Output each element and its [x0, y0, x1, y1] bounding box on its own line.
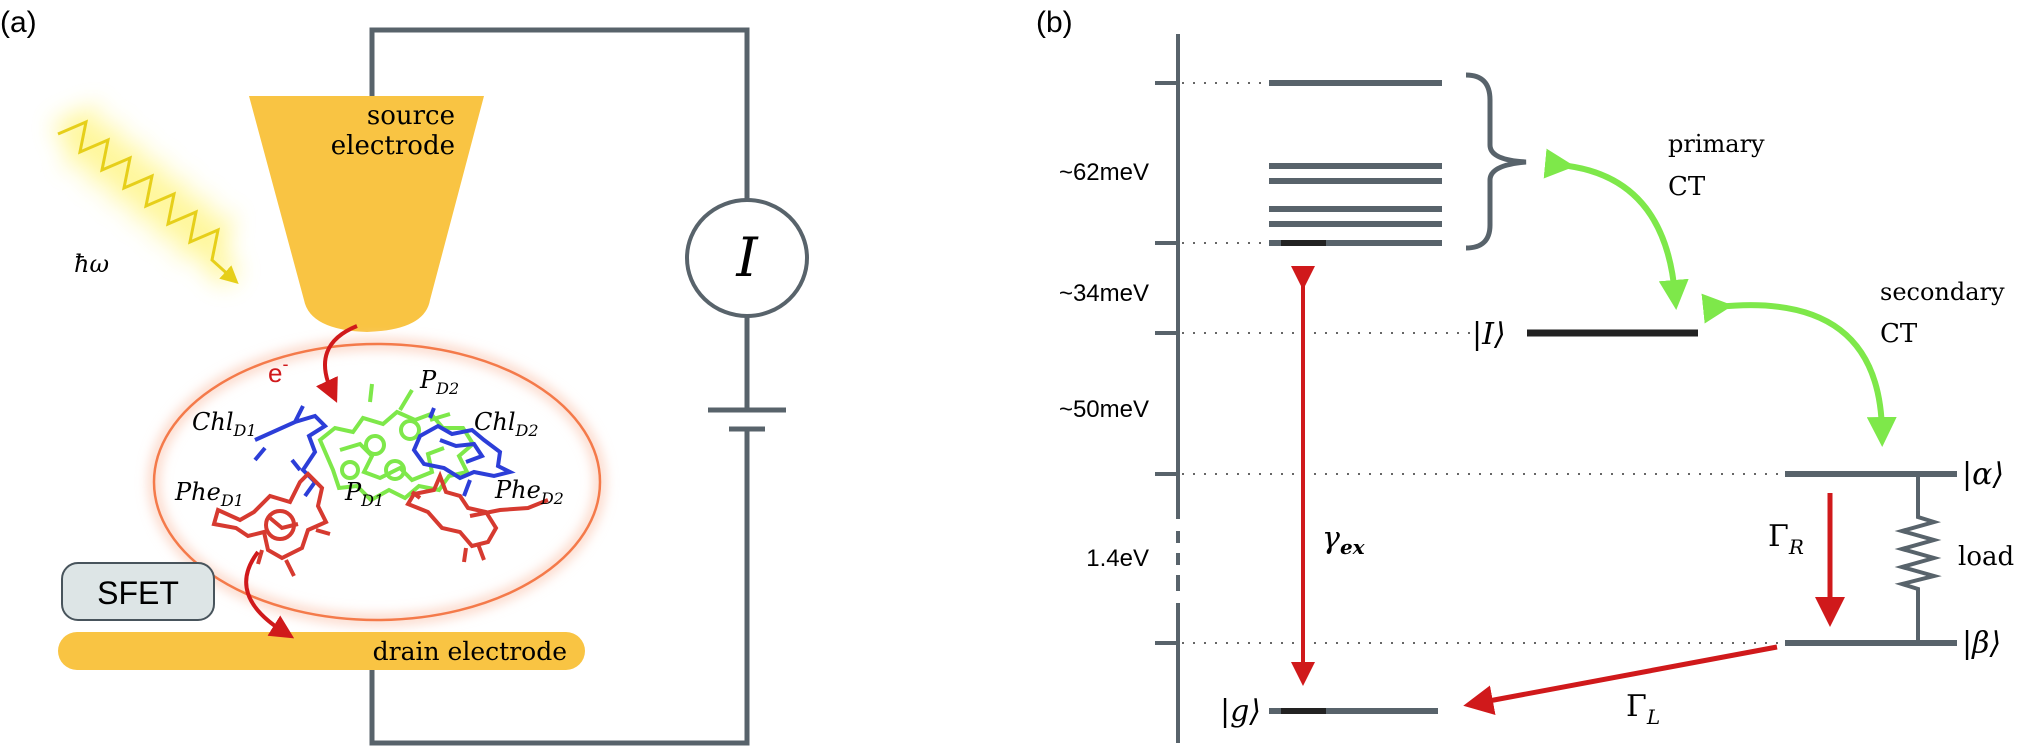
sfet-label: SFET — [97, 575, 179, 611]
excited-manifold-levels — [1269, 80, 1442, 246]
secondary-ct-label-line2: CT — [1880, 319, 1918, 349]
state-beta-label: |β⟩ — [1962, 626, 2001, 661]
source-label-line2: electrode — [331, 131, 455, 161]
primary-ct-label-line2: CT — [1668, 172, 1706, 202]
secondary-ct-arrow — [1701, 293, 1897, 447]
primary-ct-arrow — [1543, 148, 1689, 310]
circuit-wire — [369, 27, 786, 746]
molecule-pd — [317, 383, 476, 503]
secondary-ct-label-line1: secondary — [1880, 278, 2005, 306]
label-phe-d2: PheD2 — [494, 476, 564, 508]
gap-label-62mev: ~62meV — [1059, 159, 1149, 186]
gamma-ex-label: γex — [1322, 521, 1366, 559]
reaction-center-ellipse — [152, 342, 602, 622]
gamma-r-label: ΓR — [1768, 519, 1804, 559]
panel-a-label: (a) — [0, 6, 37, 39]
label-chl-d1: ChlD1 — [192, 408, 257, 440]
state-alpha-label: |α⟩ — [1962, 457, 2004, 492]
molecule-phe-d2 — [405, 470, 549, 563]
primary-ct-label-line1: primary — [1668, 130, 1765, 158]
label-pd1: PD1 — [344, 478, 384, 510]
molecule-chl-d2 — [411, 407, 516, 497]
gap-label-34mev: ~34meV — [1059, 280, 1149, 307]
electron-label: e- — [268, 354, 288, 388]
label-pd2: PD2 — [419, 366, 459, 398]
gap-label-1-4ev: 1.4eV — [1086, 545, 1149, 572]
manifold-brace — [1465, 72, 1527, 251]
source-label-line1: source — [367, 101, 455, 131]
ammeter: I — [685, 198, 809, 318]
load-resistor — [1894, 474, 1942, 643]
load-label: load — [1958, 542, 2014, 572]
source-electrode — [249, 96, 484, 332]
gamma-l-arrow — [1463, 644, 1778, 715]
label-chl-d2: ChlD2 — [474, 408, 539, 440]
molecule-chl-d1 — [253, 405, 329, 498]
panel-b-label: (b) — [1036, 6, 1073, 39]
drain-label: drain electrode — [373, 637, 567, 666]
electron-extraction-arrow — [244, 550, 295, 639]
dotted-guides — [1182, 82, 1780, 644]
gamma-l-label: ΓL — [1626, 689, 1660, 729]
photon-label: ħω — [74, 250, 109, 278]
drain-electrode — [58, 632, 585, 670]
photon-wave — [53, 103, 240, 287]
current-label: I — [735, 226, 759, 289]
energy-axis — [1155, 34, 1180, 743]
state-g-label: |g⟩ — [1220, 694, 1261, 729]
state-I-label: |I⟩ — [1472, 317, 1506, 352]
sfet-badge — [61, 562, 215, 621]
electron-injection-arrow — [316, 324, 358, 403]
gap-label-50mev: ~50meV — [1059, 396, 1149, 423]
label-phe-d1: PheD1 — [174, 478, 244, 510]
molecule-phe-d1 — [211, 471, 331, 577]
